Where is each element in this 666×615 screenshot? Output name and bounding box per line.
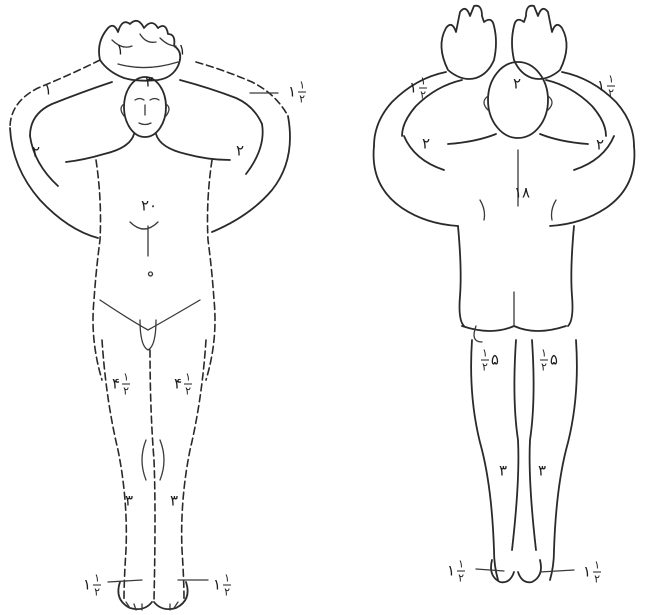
- fraction-whole: ۱: [447, 564, 455, 579]
- front-forearm-left-label: ۱: [44, 83, 52, 98]
- fraction-numerator: ۱: [540, 348, 548, 361]
- fraction-whole: ۱: [288, 85, 296, 100]
- front-hand-right-label: ۱: [178, 43, 186, 58]
- fraction-denominator: ۲: [608, 87, 614, 99]
- fraction-denominator: ۲: [299, 93, 305, 105]
- fraction-denominator: ۲: [94, 586, 100, 598]
- back-arm-right-label: ۲: [596, 138, 604, 153]
- back-calf-right-label: ۳: [538, 464, 546, 479]
- fraction-numerator: ۱: [457, 559, 465, 572]
- fraction-denominator: ۲: [185, 385, 191, 397]
- fraction-whole: ۱: [213, 578, 221, 593]
- fraction-numerator: ۱: [223, 573, 231, 586]
- back-calf-left-label: ۳: [499, 464, 507, 479]
- fraction-whole: ۴: [112, 377, 120, 392]
- fraction-denominator: ۲: [224, 586, 230, 598]
- fraction-whole: ۱: [597, 79, 605, 94]
- front-shin-right-label: ۳: [170, 494, 178, 509]
- fraction-whole: ۱: [583, 565, 591, 580]
- fraction-numerator: ۱: [298, 80, 306, 93]
- front-shin-left-label: ۳: [125, 494, 133, 509]
- fraction-denominator: ۲: [482, 361, 488, 373]
- back-trunk-label: ۱۸: [514, 186, 530, 201]
- fraction-whole: ۴: [174, 377, 182, 392]
- fraction-denominator: ۲: [420, 89, 426, 101]
- front-trunk-label: ۲۰: [141, 199, 157, 214]
- back-arm-left-label: ۲: [422, 137, 430, 152]
- front-arm-right-label: ۲: [236, 144, 244, 159]
- fraction-numerator: ۱: [607, 74, 615, 87]
- fraction-whole: ۵: [491, 353, 499, 368]
- fraction-whole: ۱: [83, 578, 91, 593]
- back-left-foot-callout-line: [476, 569, 504, 571]
- fraction-numerator: ۱: [419, 76, 427, 89]
- front-head-label: ۳: [145, 75, 153, 90]
- fraction-denominator: ۲: [458, 572, 464, 584]
- fraction-whole: ۵: [550, 353, 558, 368]
- fraction-numerator: ۱: [93, 573, 101, 586]
- front-hand-left-label: ۱: [116, 43, 124, 58]
- fraction-numerator: ۱: [122, 372, 130, 385]
- fraction-numerator: ۱: [481, 348, 489, 361]
- fraction-denominator: ۲: [541, 361, 547, 373]
- fraction-denominator: ۲: [123, 385, 129, 397]
- fraction-numerator: ۱: [593, 560, 601, 573]
- back-head-label: ۲: [513, 77, 521, 92]
- fraction-whole: ۱: [409, 81, 417, 96]
- back-right-foot-callout-line: [540, 570, 574, 572]
- fraction-numerator: ۱: [184, 372, 192, 385]
- front-arm-left-label: ۲: [32, 145, 40, 160]
- fraction-denominator: ۲: [594, 573, 600, 585]
